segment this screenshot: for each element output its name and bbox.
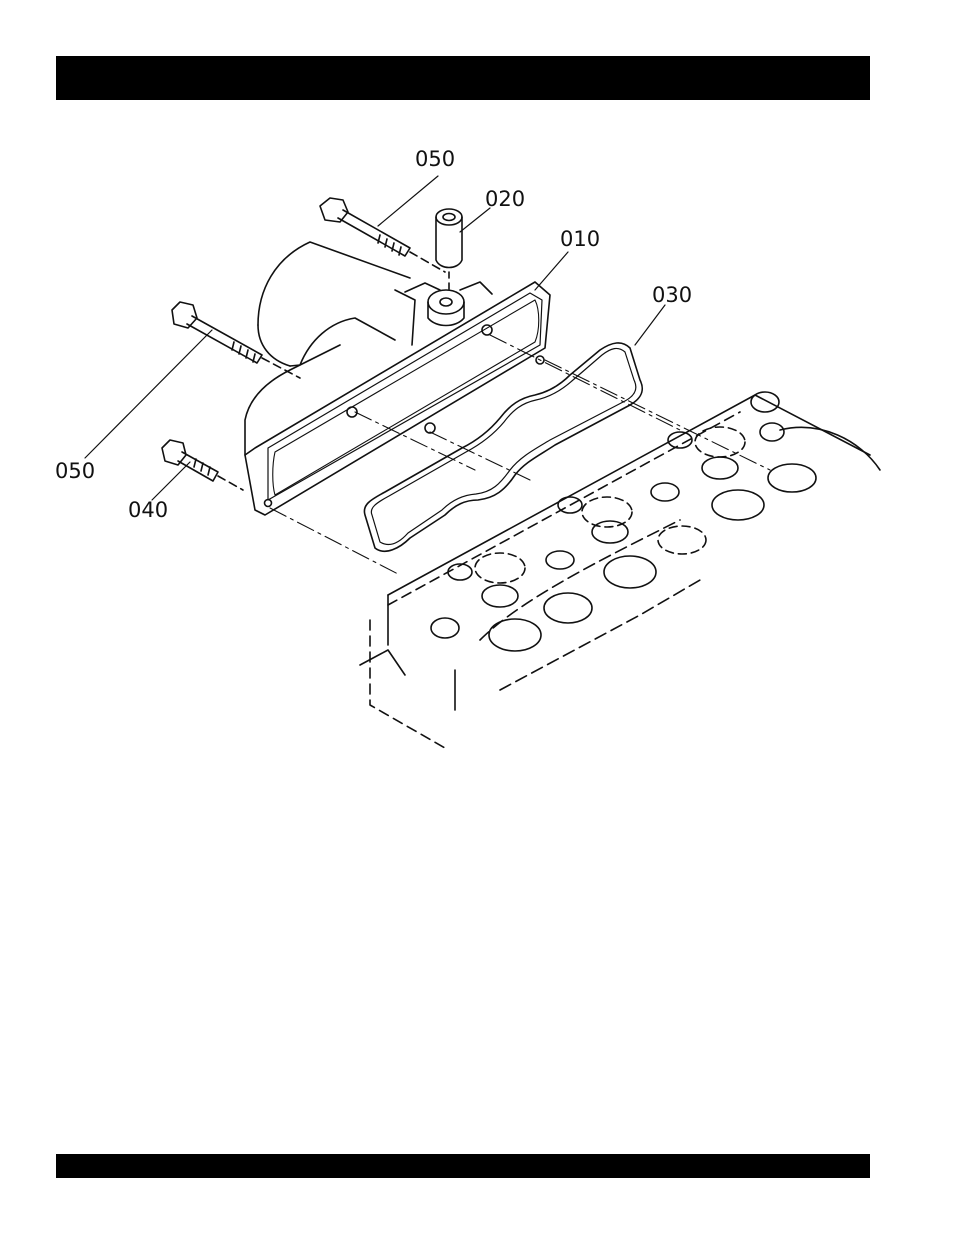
footer-bar	[56, 1154, 870, 1178]
callout-010: 010	[560, 227, 600, 251]
leader-lines	[85, 176, 665, 500]
pipe-020	[436, 209, 462, 292]
callout-050-lower: 050	[55, 459, 95, 483]
callout-030: 030	[652, 283, 692, 307]
water-flange-010	[245, 242, 550, 515]
callout-020: 020	[485, 187, 525, 211]
callout-050-upper: 050	[415, 147, 455, 171]
callout-040: 040	[128, 498, 168, 522]
gasket-030	[364, 343, 642, 551]
bolt-050-upper	[320, 198, 445, 272]
bolt-040	[162, 440, 243, 490]
cylinder-head	[360, 392, 880, 748]
bolt-050-lower	[172, 302, 300, 378]
alignment-lines	[270, 335, 770, 575]
